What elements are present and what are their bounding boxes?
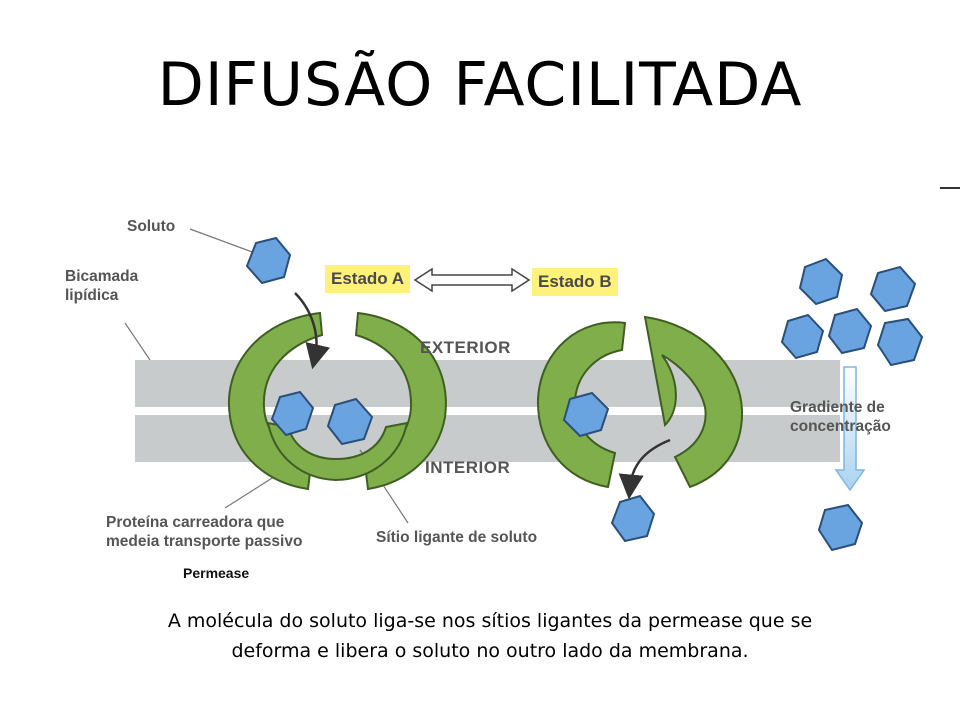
arrow-solute-exits: [618, 438, 671, 500]
solute-high-5: [876, 317, 924, 367]
solute-molecules: [245, 236, 924, 552]
solute-high-2: [869, 265, 917, 313]
permease-state-a: [227, 311, 447, 491]
solute-high-1: [798, 257, 844, 306]
permease-b-right-half: [643, 315, 744, 489]
solute-bound-a-left: [270, 390, 315, 437]
label-interior: INTERIOR: [425, 458, 511, 477]
label-exterior: EXTERIOR: [420, 338, 511, 357]
solute-high-3: [780, 313, 825, 360]
label-sitio: Sítio ligante de soluto: [376, 529, 538, 546]
solute-released: [610, 494, 656, 543]
state-b-label: Estado B: [532, 268, 618, 296]
permease-a-left-half: [227, 311, 324, 491]
movement-arrows: [294, 292, 671, 500]
label-gradiente-line2: concentração: [790, 418, 891, 435]
gradient-arrow-shape: [834, 366, 866, 492]
leader-proteina: [224, 472, 281, 509]
arrow-solute-enters: [294, 292, 330, 370]
label-soluto: Soluto: [127, 218, 176, 235]
label-gradiente-line1: Gradiente de: [790, 399, 885, 416]
label-proteina-line1: Proteína carreadora que: [106, 514, 285, 531]
slide-title: DIFUSÃO FACILITADA: [157, 50, 803, 120]
caption-line2: deforma e libera o soluto no outro lado …: [231, 640, 749, 662]
label-proteina-line2: medeia transporte passivo: [106, 533, 303, 550]
permease-b-left-half: [536, 321, 627, 489]
label-bicamada-line1: Bicamada: [65, 268, 139, 285]
solute-low: [817, 503, 864, 552]
label-proteina: Proteína carreadora que medeia transport…: [106, 513, 302, 551]
corner-dash: [940, 187, 960, 189]
state-double-arrow: [413, 267, 531, 293]
permease-label: Permease: [183, 565, 250, 581]
solute-high-4: [827, 307, 873, 355]
solute-bound-a-right: [326, 397, 374, 446]
permease-state-b: [536, 315, 744, 489]
label-bicamada-line2: lipídica: [65, 287, 119, 304]
permease-a-right-half: [354, 311, 447, 491]
concentration-gradient-arrow: [834, 366, 866, 492]
caption-line1: A molécula do soluto liga-se nos sítios …: [167, 610, 813, 632]
diagram-artwork: [124, 228, 924, 552]
permease-a-lower-cup: [266, 421, 409, 482]
leader-soluto: [189, 228, 256, 254]
solute-incoming: [245, 236, 292, 285]
double-arrow-shape: [413, 267, 531, 293]
solute-bound-b: [562, 391, 610, 438]
caption: A molécula do soluto liga-se nos sítios …: [60, 606, 920, 666]
state-a-label: Estado A: [325, 265, 411, 293]
label-bicamada: Bicamada lipídica: [65, 267, 138, 305]
leader-bicamada: [124, 322, 151, 361]
label-gradiente: Gradiente de concentração: [790, 398, 891, 436]
facilitated-diffusion-diagram: Soluto Bicamada lipídica Estado A Estado…: [40, 195, 960, 590]
